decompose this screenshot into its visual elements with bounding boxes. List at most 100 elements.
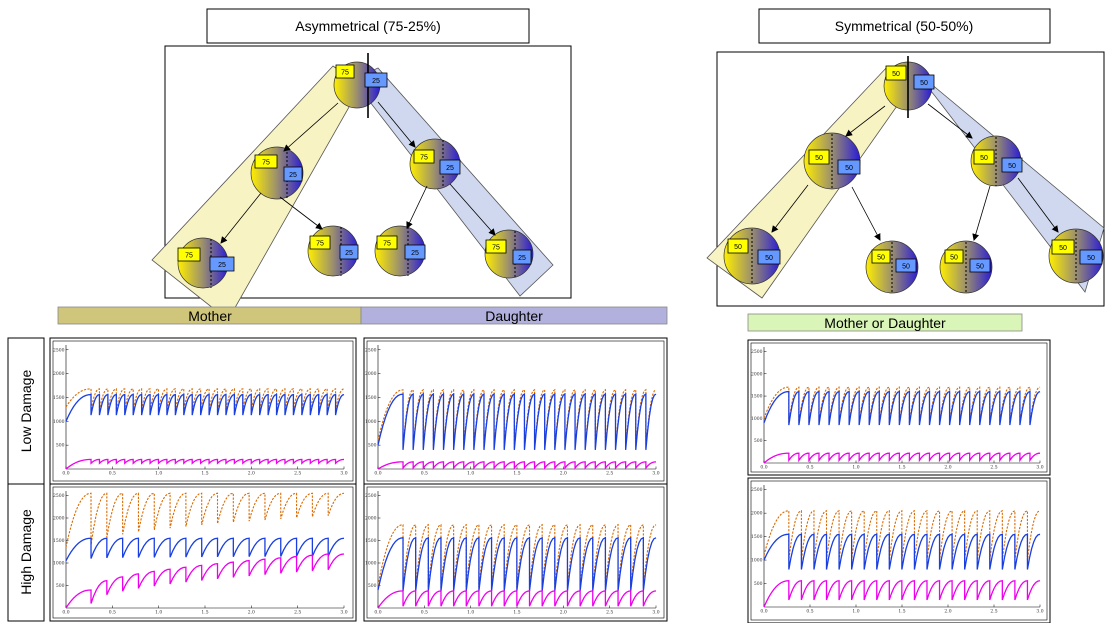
cell-label-small: 25 [446, 165, 454, 172]
x-tick-label: 3.0 [1036, 465, 1043, 471]
sym-cell-daughter-2: 50 50 [1048, 228, 1104, 284]
x-tick-label: 0.0 [760, 609, 767, 615]
series-magenta [377, 461, 657, 470]
x-tick-label: 1.0 [467, 610, 474, 616]
y-tick-label: 500 [368, 443, 377, 449]
cell-label-big: 75 [492, 245, 500, 252]
x-tick-label: 1.0 [852, 465, 859, 471]
x-tick-label: 2.5 [990, 609, 997, 615]
asym-cell-mother-daughter: 75 25 [307, 225, 359, 277]
x-tick-label: 0.5 [109, 471, 116, 477]
y-tick-label: 500 [56, 583, 65, 589]
y-tick-label: 1500 [365, 395, 377, 401]
asym-cell-daughter-mother: 75 25 [374, 225, 426, 277]
x-tick-label: 1.0 [155, 471, 162, 477]
sym-title-box: Symmetrical (50-50%) [758, 8, 1051, 44]
x-tick-label: 1.0 [155, 610, 162, 616]
asym-arrows [220, 101, 496, 244]
sym-cell-root: 50 50 [883, 56, 935, 118]
y-tick-label: 2500 [751, 349, 763, 355]
cell-label-big: 75 [383, 241, 391, 248]
mother-bar-label: Mother [188, 308, 232, 324]
cell-label-50: 50 [1059, 245, 1067, 252]
cell-label-50: 50 [1008, 163, 1016, 170]
series-orange [377, 388, 657, 448]
x-tick-label: 2.5 [294, 471, 301, 477]
cell-label-50: 50 [765, 255, 773, 262]
x-tick-label: 1.5 [513, 471, 520, 477]
x-tick-label: 2.0 [944, 465, 951, 471]
y-tick-label: 2500 [365, 347, 377, 353]
y-tick-label: 500 [754, 438, 763, 444]
sym-title: Symmetrical (50-50%) [835, 18, 973, 34]
x-tick-label: 0.0 [62, 610, 69, 616]
x-tick-label: 0.5 [421, 610, 428, 616]
mother-bar: Mother [57, 306, 362, 325]
y-tick-label: 500 [56, 443, 65, 449]
x-tick-label: 2.0 [560, 610, 567, 616]
x-tick-label: 1.0 [852, 609, 859, 615]
cell-label-big: 75 [316, 241, 324, 248]
y-tick-label: 1000 [53, 561, 65, 567]
row-label-high: High Damage [7, 483, 45, 622]
cell-label-50: 50 [892, 71, 900, 78]
daughter-bar: Daughter [360, 306, 668, 325]
x-tick-label: 1.0 [467, 471, 474, 477]
y-tick-label: 500 [754, 581, 763, 587]
x-tick-label: 2.0 [248, 610, 255, 616]
x-tick-label: 1.5 [898, 465, 905, 471]
series-orange [763, 386, 1041, 423]
x-tick-label: 2.0 [248, 471, 255, 477]
x-tick-label: 0.5 [806, 465, 813, 471]
cell-label-50: 50 [877, 255, 885, 262]
x-tick-label: 3.0 [340, 610, 347, 616]
daughter-bar-label: Daughter [485, 308, 543, 324]
y-tick-label: 1000 [53, 419, 65, 425]
x-tick-label: 2.5 [606, 610, 613, 616]
series-orange [65, 388, 345, 410]
y-tick-label: 1500 [751, 534, 763, 540]
series-blue [65, 393, 345, 422]
x-tick-label: 3.0 [652, 610, 659, 616]
mother-or-daughter-label: Mother or Daughter [824, 315, 946, 331]
x-tick-label: 0.0 [374, 471, 381, 477]
y-tick-label: 500 [368, 583, 377, 589]
y-tick-label: 2000 [751, 511, 763, 517]
cell-label-big: 75 [185, 253, 193, 260]
y-tick-label: 2500 [53, 493, 65, 499]
x-tick-label: 2.5 [606, 471, 613, 477]
cell-label-small: 25 [411, 250, 419, 257]
cell-label-small: 25 [289, 172, 297, 179]
sym-cell-mother-1: 50 50 [803, 132, 861, 190]
x-tick-label: 1.5 [513, 610, 520, 616]
y-tick-label: 1500 [365, 538, 377, 544]
cell-label-big: 75 [341, 70, 349, 77]
cell-label-50: 50 [815, 155, 823, 162]
row-label-low: Low Damage [7, 337, 45, 485]
series-blue [377, 392, 657, 450]
x-tick-label: 3.0 [340, 471, 347, 477]
x-tick-label: 0.5 [421, 471, 428, 477]
x-tick-label: 0.5 [109, 610, 116, 616]
cell-label-50: 50 [976, 264, 984, 271]
series-magenta [763, 579, 1041, 608]
y-tick-label: 2000 [365, 516, 377, 522]
y-tick-label: 2500 [751, 487, 763, 493]
cell-label-50: 50 [845, 165, 853, 172]
y-tick-label: 1000 [751, 416, 763, 422]
y-tick-label: 2500 [53, 347, 65, 353]
y-tick-label: 2000 [365, 371, 377, 377]
x-tick-label: 0.0 [62, 471, 69, 477]
cell-label-small: 25 [518, 255, 526, 262]
cell-label-50: 50 [902, 264, 910, 271]
cell-label-50: 50 [920, 80, 928, 87]
asym-cell-daughter-2: 75 25 [484, 229, 534, 279]
x-tick-label: 0.0 [374, 610, 381, 616]
sym-cell-daughter-1: 50 50 [970, 135, 1023, 187]
y-tick-label: 1500 [53, 395, 65, 401]
row-label-high-text: High Damage [18, 509, 34, 595]
y-tick-label: 1000 [365, 419, 377, 425]
